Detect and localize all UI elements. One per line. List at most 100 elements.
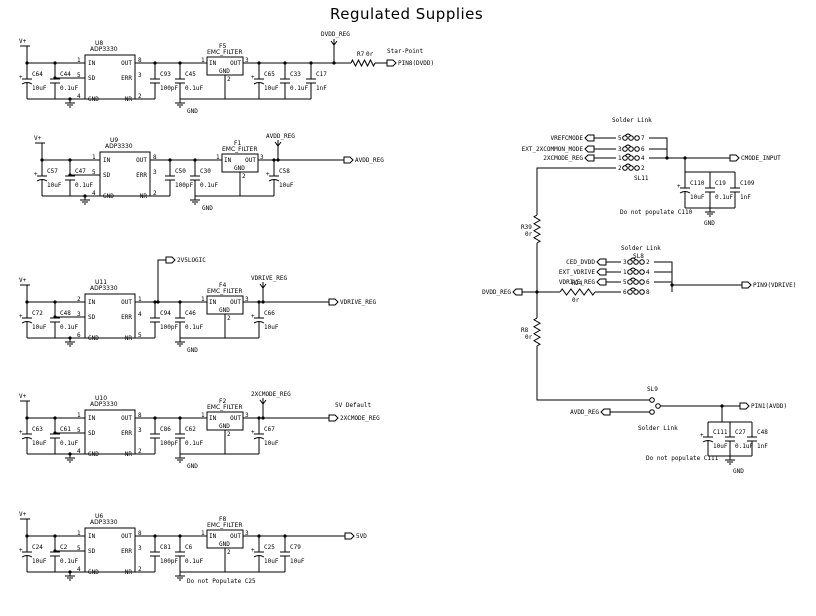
pin-number: 3 [260,154,264,161]
net-flag-arrow [741,281,752,289]
note-text: Star-Point [387,48,424,55]
pin-number: 8 [646,289,650,296]
supply-label: V+ [19,393,27,400]
cap-ref: C81 [160,544,171,551]
net-label: DVDD_REG [321,31,350,38]
cap-value: 100pF [160,324,178,331]
regulator-row: V++C5710uFC470.1uFU9ADP3330IN1SD5GND4OUT… [34,133,384,212]
cap-plate-curved [268,179,280,182]
filter-part: EMC_FILTER [222,146,258,153]
net-label: 2XCMODE_REG [543,155,583,162]
regulator-pin-name: SD [88,314,96,321]
cap-polarity: + [34,171,38,178]
solder-pad [649,397,655,403]
cap-ref: C57 [47,168,58,175]
junction-dot [68,452,72,456]
regulator-pin-name: IN [88,533,96,540]
cap-ref: C72 [32,310,43,317]
solder-pad [627,279,633,285]
cap-value: 0.1uF [715,194,733,201]
net-label: VDRIVE_REG [251,275,288,282]
resistor: R24 [559,280,596,296]
solder-pad [633,289,639,295]
net-label: EXT_2XCOMMON_MODE [522,146,584,153]
pin-number: 8 [153,154,157,161]
resistor-zigzag [350,58,376,68]
pin-number: 2 [153,190,157,197]
net-label: 2V5LOGIC [177,257,206,264]
cap-polarity: + [700,432,704,439]
capacitor: C20.1uF [50,536,78,572]
net-label: 2XCMODE_REG [340,415,380,422]
net-flag-arrow [600,408,611,416]
junction-dot [83,194,87,198]
net-flag-arrow [165,256,176,264]
regulator-ref: U6 [95,513,103,520]
resistor-ref: R7 [357,51,365,58]
net-label: AVDD_REG [570,409,599,416]
regulator-pin-name: ERR [121,430,132,437]
pin-number: 3 [245,57,249,64]
resistor-zigzag [533,317,541,347]
pin-number: 5 [77,545,81,552]
note-text: Do not populate C111 [646,455,719,462]
regulator-part: ADP3330 [90,401,118,408]
regulator-ic [84,527,136,573]
solder-pad [639,279,645,285]
wire [536,167,616,215]
solder-pad [627,289,633,295]
pin-number: 4 [92,190,96,197]
solder-bridge [629,257,637,261]
cap-ref: C50 [175,168,186,175]
input-port: 2XCMODE_REG [543,154,595,162]
solder-pad [628,146,634,152]
net-label: VREFCMODE [550,135,583,142]
regulator-pin-name: IN [88,60,96,67]
note-text: 5V Default [335,402,372,409]
pin-number: 3 [245,296,249,303]
pin-number: 2 [646,259,650,266]
junction-dot [53,76,57,80]
junction-dot [670,283,674,287]
net-flag-arrow [596,268,607,276]
junction-dot [153,300,157,304]
junction-dot [720,404,724,408]
net-arrow [330,40,338,46]
junction-dot [193,158,197,162]
junction-dot [68,173,72,177]
supply-label: V+ [34,135,42,142]
regulator-pin-name: OUT [121,60,132,67]
net-flag-arrow [584,145,595,153]
ground-symbol [175,454,185,463]
regulator-ref: U11 [95,279,107,286]
cap-polarity: + [19,74,23,81]
resistor-value: 0r [366,51,374,58]
cap-ref: C27 [735,429,746,436]
regulator-pin-name: ERR [121,314,132,321]
net-flag-arrow [386,59,397,67]
cap-polarity: + [677,183,681,190]
solder-pad [628,165,634,171]
junction-dot [25,61,29,65]
junction-dot [178,61,182,65]
cap-ref: C61 [60,426,71,433]
solder-bridge [624,153,632,157]
cap-value: 10uF [264,558,279,565]
supply-vplus: V+ [19,393,30,402]
cap-value: 1nF [316,85,327,92]
net-flag-arrow [344,532,355,540]
pin-number: 2 [641,165,645,172]
pin-number: 8 [138,530,142,537]
regulator-part: ADP3330 [105,143,133,150]
